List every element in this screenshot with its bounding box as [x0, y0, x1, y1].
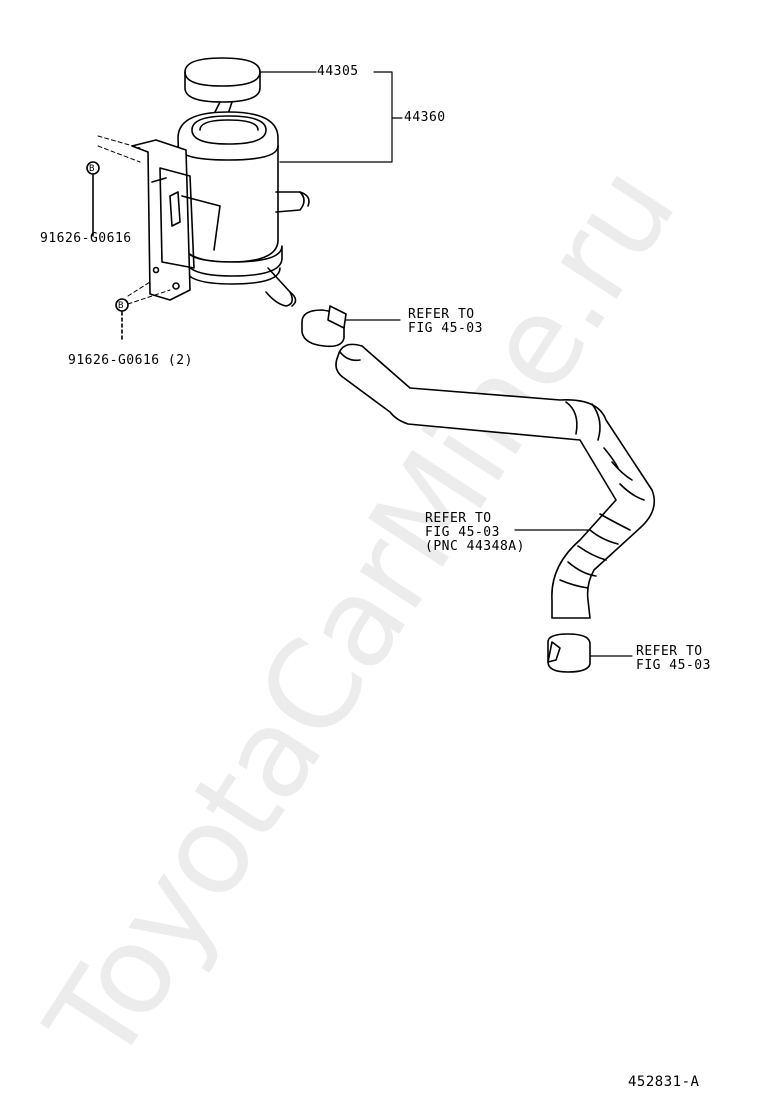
label-bolt-upper: 91626-G0616	[40, 231, 132, 246]
bolt-upper	[86, 135, 141, 237]
ref-hose-line3: (PNC 44348A)	[425, 539, 525, 554]
ref-hose-line1: REFER TO	[425, 511, 492, 526]
ref-lower-clamp-line2: FIG 45-03	[636, 658, 711, 673]
reservoir-cap	[184, 57, 261, 121]
label-bolt-lower: 91626-G0616 (2)	[68, 353, 193, 368]
upper-hose-clamp	[301, 305, 401, 348]
lower-hose-clamp	[547, 633, 633, 673]
reservoir-tank	[177, 111, 310, 307]
leader-lines	[259, 71, 403, 163]
ref-hose-line2: FIG 45-03	[425, 525, 500, 540]
ref-lower-clamp-line1: REFER TO	[636, 644, 703, 659]
ref-upper-clamp-line2: FIG 45-03	[408, 321, 483, 336]
diagram-id: 452831-A	[628, 1074, 700, 1090]
bolt-lower	[115, 281, 171, 341]
label-cap-44305: 44305	[317, 64, 359, 79]
mounting-bracket	[131, 139, 221, 301]
bolt-marker-lower: B	[118, 301, 124, 311]
bolt-marker-upper: B	[89, 164, 95, 174]
label-reservoir-44360: 44360	[404, 110, 446, 125]
ref-upper-clamp-line1: REFER TO	[408, 307, 475, 322]
hose	[335, 343, 656, 619]
